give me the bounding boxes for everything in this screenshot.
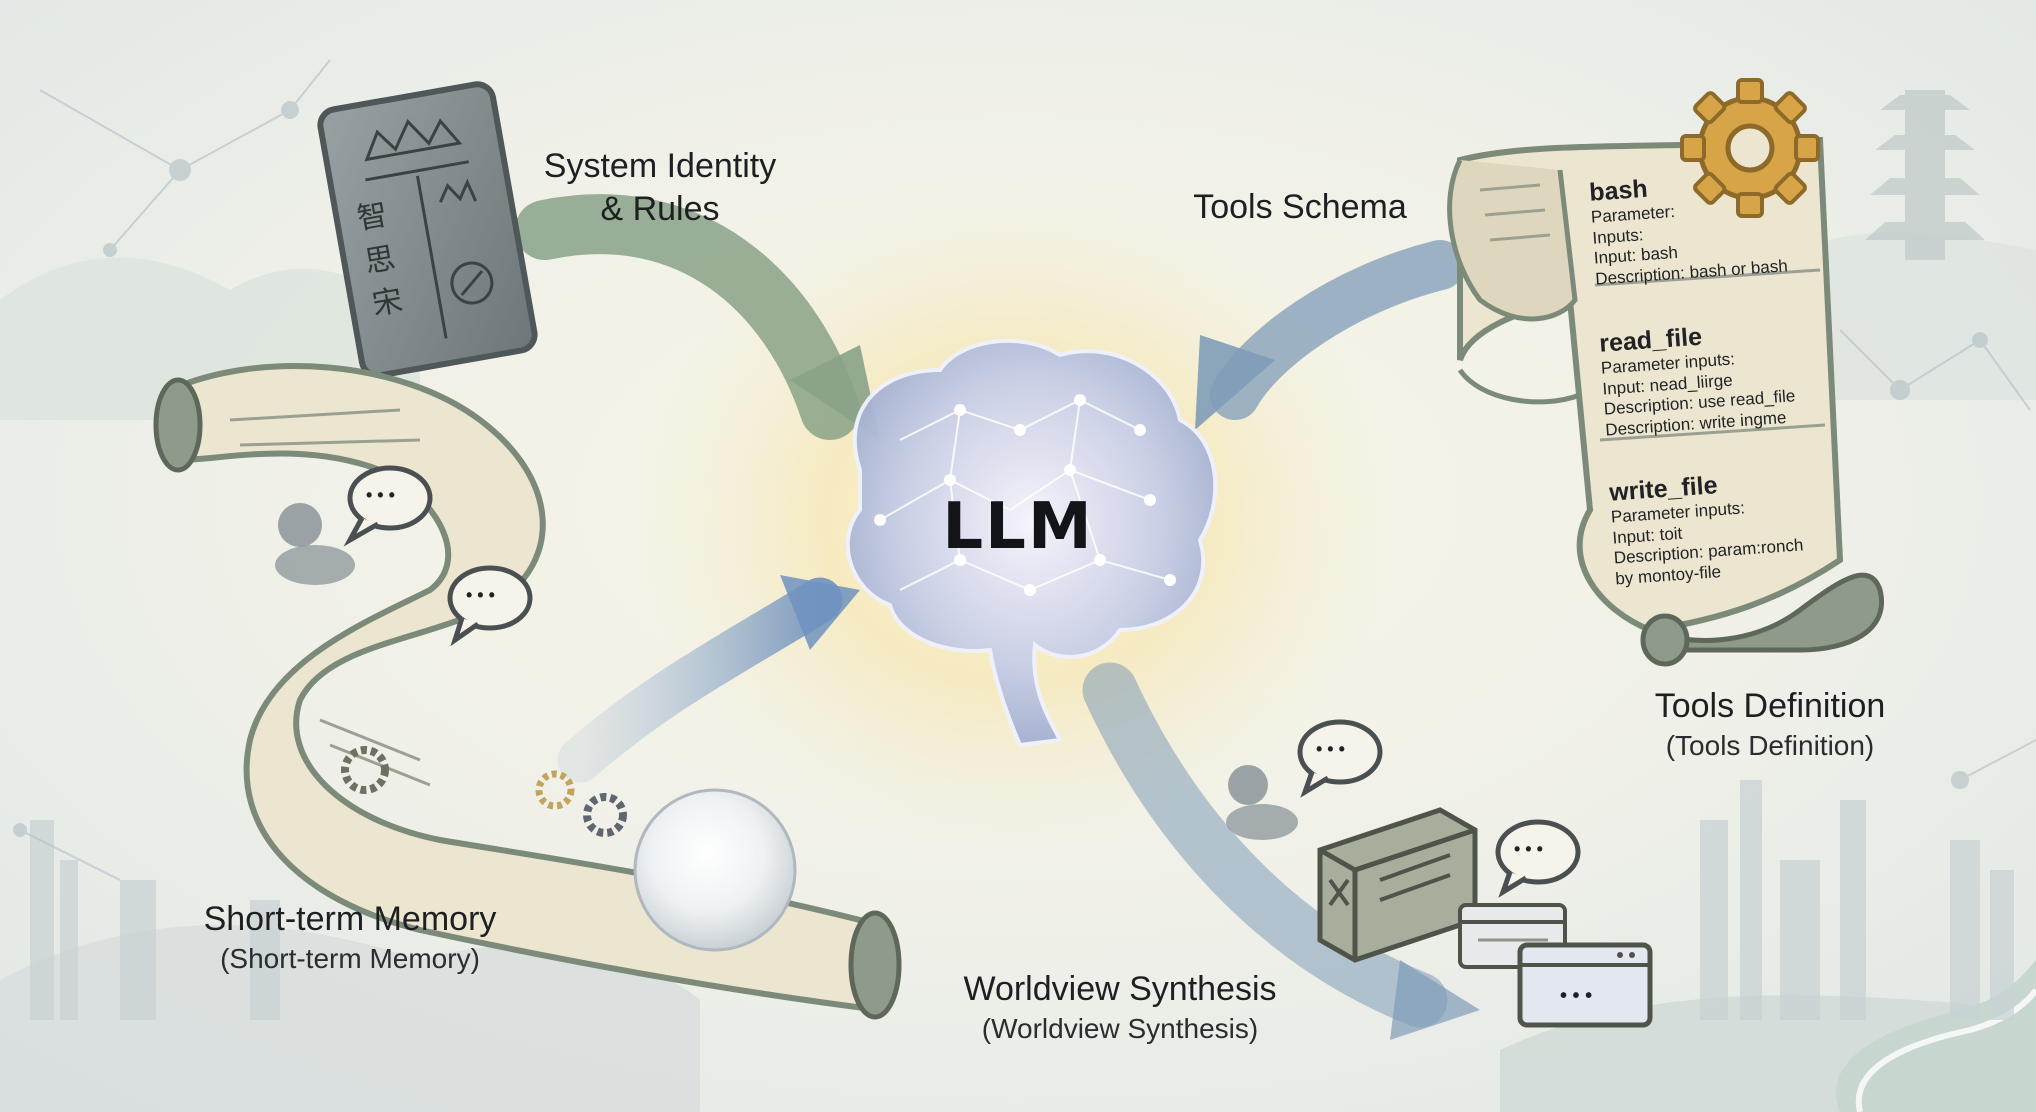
bubble-ellipsis: • • • bbox=[1316, 739, 1345, 759]
gear-icon bbox=[1680, 78, 1820, 218]
window-ellipsis: • • • bbox=[1560, 985, 1593, 1007]
brain-icon bbox=[845, 338, 1218, 748]
short-term-memory-label: Short-term Memory (Short-term Memory) bbox=[203, 900, 497, 974]
tools-definition-label: Tools Definition (Tools Definition) bbox=[1654, 687, 1886, 761]
bubble-ellipsis: • • • bbox=[1514, 839, 1543, 859]
worldview-icons bbox=[1226, 765, 1653, 1028]
worldview-synthesis-label: Worldview Synthesis (Worldview Synthesis… bbox=[963, 970, 1277, 1044]
tool-read-file: read_file Parameter inputs: Input: nead_… bbox=[1598, 322, 1796, 440]
stone-tablet-icon bbox=[317, 81, 538, 379]
tools-schema-label: Tools Schema bbox=[1193, 188, 1407, 226]
memory-scroll-icon bbox=[153, 363, 902, 1020]
bubble-ellipsis: • • • bbox=[366, 485, 395, 505]
system-identity-label: System Identity & Rules bbox=[543, 147, 777, 228]
tool-bash: bash Parameter: Inputs: Input: bash Desc… bbox=[1588, 174, 1789, 289]
browser-window-icon bbox=[1458, 903, 1653, 1028]
tools-scroll-icon bbox=[1447, 78, 1884, 667]
bubble-ellipsis: • • • bbox=[466, 585, 495, 605]
llm-label: LLM bbox=[942, 490, 1094, 564]
tool-write-file: write_file Parameter inputs: Input: toit… bbox=[1608, 471, 1805, 589]
speech-bubble-icon bbox=[343, 465, 1581, 898]
